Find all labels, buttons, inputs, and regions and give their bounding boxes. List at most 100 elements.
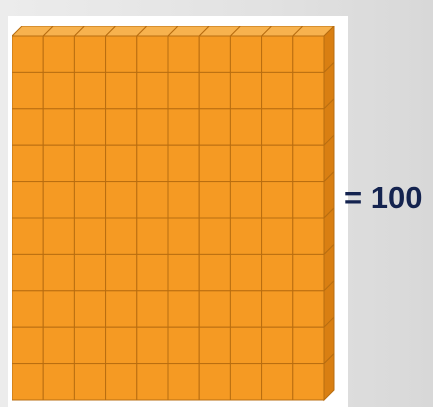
unit-cube <box>137 218 168 254</box>
unit-cube <box>199 254 230 290</box>
unit-cube <box>230 36 261 72</box>
unit-cube <box>168 145 199 181</box>
unit-cube <box>12 36 43 72</box>
unit-cube <box>199 364 230 400</box>
unit-cube <box>293 72 324 108</box>
unit-cube <box>293 291 324 327</box>
unit-cube <box>43 218 74 254</box>
unit-cube <box>12 364 43 400</box>
unit-cube <box>106 327 137 363</box>
unit-cube <box>106 109 137 145</box>
unit-cube <box>293 254 324 290</box>
unit-cube <box>43 36 74 72</box>
unit-cube <box>262 364 293 400</box>
unit-cube <box>74 291 105 327</box>
unit-cube <box>74 36 105 72</box>
unit-cube <box>137 36 168 72</box>
unit-cube <box>230 218 261 254</box>
block-top-face <box>12 26 334 36</box>
unit-cube <box>12 291 43 327</box>
unit-cube <box>168 109 199 145</box>
unit-cube <box>12 72 43 108</box>
unit-cube <box>43 254 74 290</box>
unit-cube <box>230 109 261 145</box>
unit-cube <box>293 145 324 181</box>
unit-cube <box>230 364 261 400</box>
unit-cube <box>230 145 261 181</box>
unit-cube <box>43 72 74 108</box>
unit-cube <box>199 145 230 181</box>
unit-cube <box>12 218 43 254</box>
unit-cube <box>74 218 105 254</box>
unit-cube <box>199 291 230 327</box>
unit-cube <box>293 36 324 72</box>
unit-cube <box>106 36 137 72</box>
unit-cube <box>12 109 43 145</box>
unit-cube <box>43 327 74 363</box>
unit-cube <box>168 327 199 363</box>
unit-cube <box>137 254 168 290</box>
unit-cube <box>262 145 293 181</box>
unit-cube <box>43 364 74 400</box>
unit-cube <box>43 182 74 218</box>
unit-cube <box>262 72 293 108</box>
unit-cube <box>230 72 261 108</box>
unit-cube <box>137 109 168 145</box>
unit-cube <box>43 109 74 145</box>
unit-cube <box>137 72 168 108</box>
unit-cube <box>293 218 324 254</box>
hundred-block <box>12 26 342 404</box>
unit-cube <box>199 218 230 254</box>
unit-cube <box>106 182 137 218</box>
unit-cube <box>74 145 105 181</box>
unit-cube <box>262 291 293 327</box>
unit-cube <box>293 182 324 218</box>
unit-cube <box>199 72 230 108</box>
unit-cube <box>168 218 199 254</box>
unit-cube <box>262 254 293 290</box>
unit-cube <box>106 218 137 254</box>
unit-cube <box>137 327 168 363</box>
unit-cube <box>106 145 137 181</box>
equals-hundred-label: = 100 <box>344 176 422 220</box>
unit-cube <box>230 254 261 290</box>
unit-cube <box>168 72 199 108</box>
unit-cube <box>199 36 230 72</box>
unit-cube <box>293 364 324 400</box>
unit-cube <box>106 364 137 400</box>
unit-cube <box>137 145 168 181</box>
unit-cube <box>168 254 199 290</box>
unit-cube <box>12 327 43 363</box>
unit-cube <box>106 291 137 327</box>
unit-cube <box>12 182 43 218</box>
unit-cube <box>74 72 105 108</box>
unit-cube <box>168 364 199 400</box>
unit-cube <box>137 182 168 218</box>
unit-cube <box>137 364 168 400</box>
unit-cube <box>262 182 293 218</box>
unit-cube <box>199 109 230 145</box>
unit-cube <box>106 72 137 108</box>
unit-cube <box>74 254 105 290</box>
unit-cube <box>74 364 105 400</box>
unit-cube <box>199 327 230 363</box>
unit-cube <box>230 327 261 363</box>
unit-cube <box>262 109 293 145</box>
unit-cube <box>293 109 324 145</box>
unit-cube <box>230 182 261 218</box>
unit-cube <box>43 291 74 327</box>
unit-cube <box>43 145 74 181</box>
unit-cube <box>12 145 43 181</box>
unit-cube <box>168 291 199 327</box>
unit-cube <box>199 182 230 218</box>
unit-cube <box>12 254 43 290</box>
unit-cube <box>106 254 137 290</box>
block-side-face <box>324 26 334 400</box>
unit-cube <box>230 291 261 327</box>
unit-cube <box>74 182 105 218</box>
unit-cube <box>74 327 105 363</box>
unit-cube <box>293 327 324 363</box>
block-front-face <box>12 36 324 400</box>
unit-cube <box>168 36 199 72</box>
